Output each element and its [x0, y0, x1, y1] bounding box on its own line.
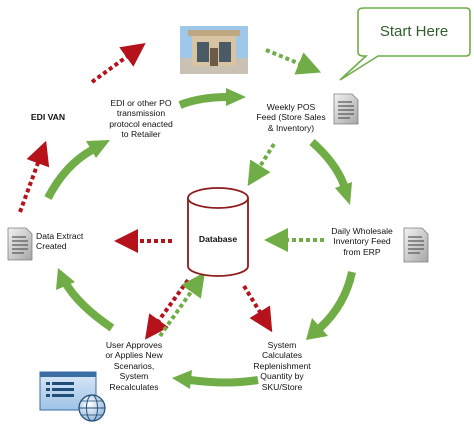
edi-protocol-label: EDI or other PO transmission protocol en…	[109, 98, 173, 140]
database-label: Database	[198, 234, 238, 244]
start-here-callout	[339, 7, 471, 81]
dashed-arrow-pos-to-db	[247, 142, 276, 187]
start-here-label: Start Here	[379, 23, 449, 40]
edi-van-label: EDI VAN	[30, 112, 66, 122]
cycle-arrow-top	[178, 88, 246, 109]
data-extract-label: Data Extract Created	[36, 231, 84, 252]
application-globe-icon	[39, 371, 106, 422]
dashed-arrow-store-to-pos	[265, 48, 322, 75]
document-icon-pos	[333, 93, 359, 125]
document-icon-wholesale	[403, 227, 429, 263]
store-photo-icon	[180, 26, 248, 74]
system-calculates-label: System Calculates Replenishment Quantity…	[253, 340, 311, 392]
cycle-arrow-bottom	[172, 370, 259, 389]
database-cylinder-icon	[187, 187, 249, 277]
dashed-arrow-to-edi-van	[18, 140, 50, 213]
dashed-arrow-db-to-system	[242, 284, 273, 333]
pos-feed-label: Weekly POS Feed (Store Sales & Inventory…	[256, 102, 326, 133]
cycle-arrow-left-upper	[44, 140, 110, 200]
wholesale-feed-label: Daily Wholesale Inventory Feed from ERP	[331, 226, 393, 257]
cycle-arrow-left-lower	[56, 268, 115, 332]
cycle-arrow-right-lower	[306, 271, 356, 340]
dashed-arrow-to-store	[90, 42, 146, 84]
user-approves-label: User Approves or Applies New Scenarios, …	[105, 340, 163, 392]
document-icon-extract	[7, 227, 33, 261]
cycle-arrow-right-upper	[309, 138, 352, 205]
